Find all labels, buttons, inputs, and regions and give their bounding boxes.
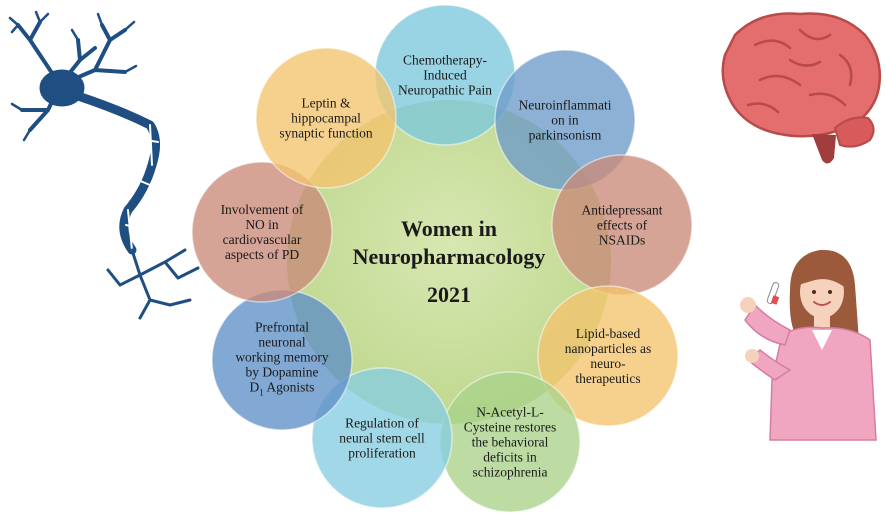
- topic-bubble-no: [191, 161, 333, 303]
- topic-line: schizophrenia: [472, 464, 548, 480]
- topic-line: effects of: [596, 217, 648, 233]
- brain-icon: [721, 12, 882, 164]
- title-line-2: Neuropharmacology: [352, 244, 546, 269]
- topic-line: Cysteine restores: [463, 419, 557, 435]
- topic-bubbles: [191, 4, 693, 513]
- topic-line: Lipid-based: [575, 326, 641, 341]
- topic-line: proliferation: [348, 445, 416, 461]
- topic-line: Prefrontal: [255, 319, 309, 335]
- title-line-1: Women in: [401, 216, 497, 241]
- topic-line: Induced: [423, 67, 467, 83]
- topic-line: Chemotherapy-: [403, 52, 487, 68]
- title-year: 2021: [427, 282, 471, 307]
- topic-line: Neuroinflammati: [518, 97, 612, 113]
- topic-line: Neuropathic Pain: [397, 82, 493, 98]
- topic-line: NO in: [245, 217, 279, 232]
- topic-bubble-stemcell: [311, 367, 453, 509]
- topic-line: on in: [551, 112, 579, 128]
- topic-bubble-lipid: [537, 285, 679, 427]
- topic-line: nanoparticles as: [564, 341, 652, 356]
- woman-scientist-icon: [740, 249, 877, 441]
- topic-line: Antidepressant: [581, 202, 663, 218]
- topic-line: deficits in: [483, 449, 537, 465]
- topic-line: hippocampal: [291, 110, 361, 126]
- topic-line: Leptin &: [301, 95, 351, 111]
- neuron-icon: [8, 10, 200, 320]
- topic-line: NSAIDs: [598, 232, 646, 248]
- topic-line: parkinsonism: [528, 127, 602, 143]
- topic-line: therapeutics: [575, 371, 641, 386]
- topic-line: neuronal: [258, 334, 306, 350]
- topic-line: N-Acetyl-L-: [476, 404, 544, 420]
- topic-line: the behavioral: [471, 434, 549, 450]
- topic-line: working memory: [235, 349, 329, 365]
- topic-line: synaptic function: [279, 125, 373, 141]
- topic-line: by Dopamine: [245, 364, 319, 380]
- topic-line: aspects of PD: [224, 247, 300, 262]
- topic-line: neural stem cell: [339, 430, 425, 446]
- topic-bubble-leptin: [255, 47, 397, 189]
- topic-line: cardiovascular: [222, 232, 302, 247]
- center-title: Women in Neuropharmacology 2021: [329, 215, 569, 309]
- topic-line: Regulation of: [345, 415, 419, 431]
- topic-line: Involvement of: [220, 202, 304, 217]
- topic-line: D1 Agonists: [249, 379, 315, 398]
- topic-line: neuro-: [590, 356, 626, 371]
